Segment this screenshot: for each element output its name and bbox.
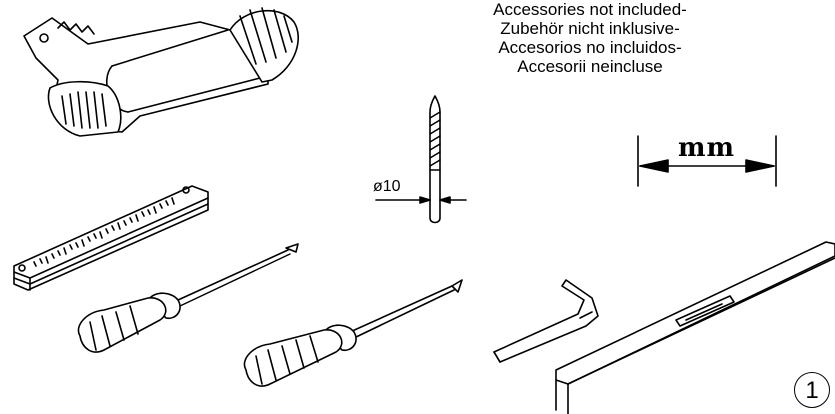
drill-bit-dimension bbox=[375, 196, 467, 204]
accessories-notice: Accessories not included- Zubehör nicht … bbox=[440, 0, 740, 76]
notice-line-de: Zubehör nicht inklusive- bbox=[500, 19, 680, 38]
phillips-screwdriver-icon bbox=[243, 279, 463, 387]
measure-unit-label: mm bbox=[678, 133, 736, 163]
flat-screwdriver-icon bbox=[77, 243, 299, 353]
drill-bit-diameter-label: ø10 bbox=[373, 178, 401, 195]
power-drill-icon bbox=[23, 7, 299, 137]
measure-dimension bbox=[637, 135, 777, 187]
spirit-level-icon bbox=[555, 241, 835, 414]
folding-ruler-icon bbox=[13, 185, 209, 291]
figure-number: 1 bbox=[794, 372, 830, 408]
drill-bit-icon bbox=[429, 95, 441, 224]
allen-key-icon bbox=[493, 279, 599, 363]
notice-line-es: Accesorios no incluidos- bbox=[498, 38, 682, 57]
notice-line-ro: Accesorii neincluse bbox=[517, 57, 663, 76]
notice-line-en: Accessories not included- bbox=[493, 0, 687, 19]
